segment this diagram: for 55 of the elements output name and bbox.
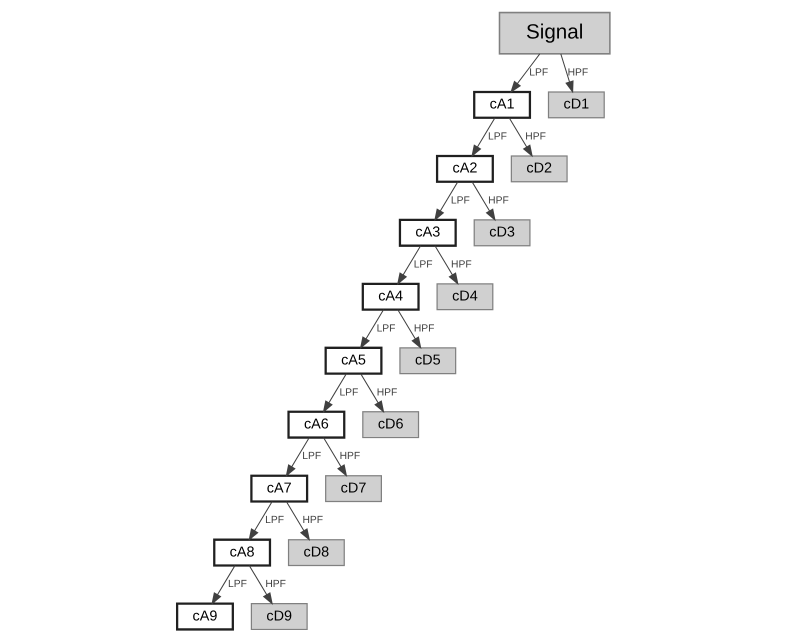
edge-label: LPF: [228, 579, 246, 590]
node-box: cA8: [212, 538, 271, 567]
node-box: cA4: [361, 282, 420, 311]
arrow: [471, 182, 496, 222]
node-box: cD8: [287, 539, 344, 566]
arrow: [322, 373, 346, 414]
node-box: cA6: [286, 410, 345, 439]
edge-label: HPF: [413, 323, 434, 334]
edge-label: LPF: [302, 451, 321, 462]
edge-label: LPF: [264, 515, 284, 526]
node-box: cA1: [472, 90, 531, 119]
node-box: cA2: [435, 154, 494, 183]
node-box: cD5: [398, 347, 456, 374]
arrow: [470, 118, 495, 158]
node-box: cA7: [250, 474, 308, 503]
arrow: [285, 501, 310, 541]
node-box: cA5: [324, 346, 382, 375]
node-box: Signal: [498, 12, 610, 55]
node-box: cD7: [324, 475, 382, 502]
arrow: [560, 54, 574, 94]
edge-label: LPF: [413, 259, 432, 270]
edge-label: HPF: [339, 451, 360, 462]
arrow: [434, 246, 458, 286]
edge-label: HPF: [488, 195, 508, 206]
edge-label: HPF: [376, 387, 397, 398]
node-box: cA3: [398, 218, 456, 247]
edge-label: LPF: [450, 195, 470, 206]
arrow: [359, 309, 384, 350]
arrow: [322, 437, 347, 478]
edge-label: LPF: [487, 131, 506, 142]
arrow: [434, 182, 458, 222]
edge-label: HPF: [524, 131, 546, 142]
arrow: [210, 565, 235, 605]
node-box: cD9: [250, 603, 308, 630]
node-box: cD6: [362, 411, 419, 438]
node-box: cD2: [510, 155, 568, 182]
node-box: cA9: [176, 602, 234, 631]
edge-label: HPF: [450, 259, 472, 270]
edge-label: LPF: [528, 67, 548, 78]
arrow: [248, 565, 272, 605]
edge-label: HPF: [302, 515, 323, 526]
edge-label: LPF: [376, 323, 395, 334]
arrow: [396, 246, 421, 286]
edge-label: HPF: [567, 67, 588, 78]
arrow: [510, 54, 540, 94]
node-box: cD1: [547, 91, 604, 118]
arrow: [285, 437, 310, 478]
arrow: [508, 118, 532, 158]
arrow: [396, 309, 421, 350]
arrow: [360, 373, 384, 414]
edge-label: HPF: [264, 579, 286, 590]
node-box: cD3: [473, 219, 530, 246]
edge-label: LPF: [338, 387, 358, 398]
arrow: [248, 501, 272, 541]
node-box: cD4: [436, 283, 493, 310]
